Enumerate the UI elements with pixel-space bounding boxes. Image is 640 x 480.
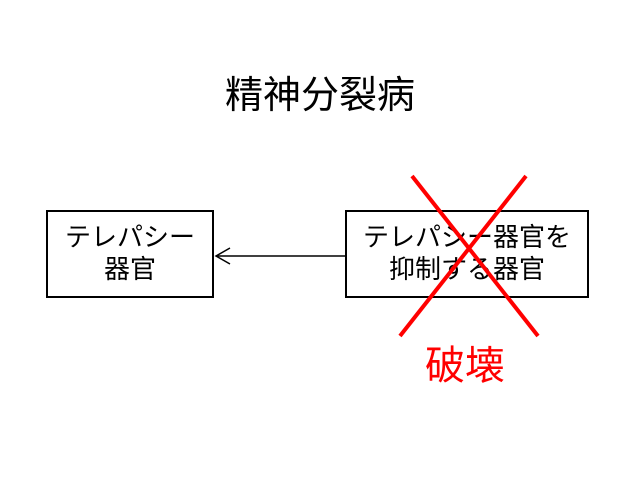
telepathy-organ-label: テレパシー 器官 xyxy=(64,223,195,285)
destroy-label: 破壊 xyxy=(425,343,505,389)
suppressor-organ-label: テレパシー器官を 抑制する器官 xyxy=(362,223,571,285)
telepathy-organ-box: テレパシー 器官 xyxy=(46,210,214,298)
page-title: 精神分裂病 xyxy=(224,73,415,117)
suppressor-organ-box: テレパシー器官を 抑制する器官 xyxy=(345,210,589,298)
arrow-head-icon xyxy=(214,247,231,265)
